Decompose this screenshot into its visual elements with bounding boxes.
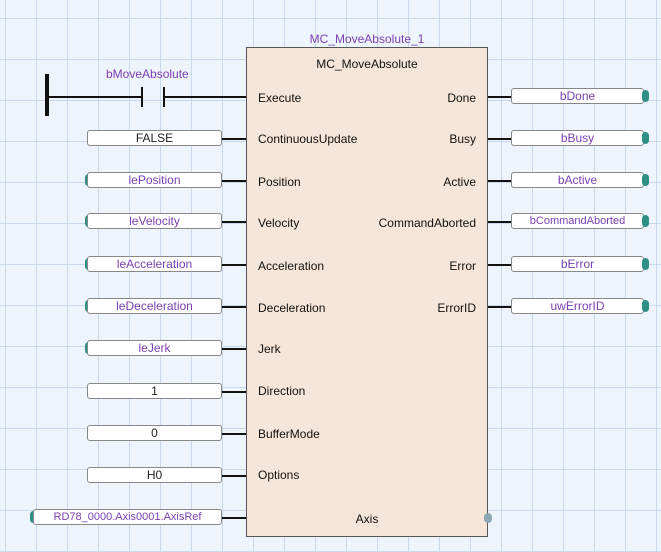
wire-out <box>488 138 511 140</box>
output-command-aborted[interactable]: bCommandAborted <box>511 213 644 229</box>
pin-deceleration: Deceleration <box>258 301 326 315</box>
label-connector <box>642 215 649 227</box>
wire-out <box>488 221 511 223</box>
label-connector <box>642 258 649 270</box>
contact-label[interactable]: bMoveAbsolute <box>106 67 189 81</box>
wire-in <box>222 221 246 223</box>
pin-busy: Busy <box>449 132 476 146</box>
output-error[interactable]: bError <box>511 256 644 272</box>
pin-done: Done <box>447 91 476 105</box>
wire-in <box>222 475 246 477</box>
axis-output-connector[interactable] <box>484 513 492 523</box>
output-error-id[interactable]: uwErrorID <box>511 298 644 314</box>
input-continuous-update[interactable]: FALSE <box>87 130 222 146</box>
function-block[interactable]: MC_MoveAbsolute Execute ContinuousUpdate… <box>246 47 488 537</box>
output-busy[interactable]: bBusy <box>511 130 644 146</box>
pin-position: Position <box>258 175 301 189</box>
pin-error-id: ErrorID <box>437 301 476 315</box>
input-direction[interactable]: 1 <box>87 383 222 399</box>
wire-in <box>222 348 246 350</box>
wire-in <box>222 264 246 266</box>
pin-active: Active <box>443 175 476 189</box>
label-connector <box>642 132 649 144</box>
input-axis[interactable]: RD78_0000.Axis0001.AxisRef <box>33 509 222 525</box>
wire-in <box>222 138 246 140</box>
pin-axis: Axis <box>355 512 379 526</box>
rung-wire-to-execute <box>165 96 246 98</box>
wire-in <box>222 180 246 182</box>
label-connector <box>642 174 649 186</box>
contact-right-bar[interactable] <box>163 87 165 107</box>
wire-in <box>222 306 246 308</box>
pin-direction: Direction <box>258 384 306 398</box>
left-power-rail <box>45 74 49 116</box>
output-done[interactable]: bDone <box>511 88 644 104</box>
input-jerk[interactable]: leJerk <box>87 340 222 356</box>
fb-type-name: MC_MoveAbsolute <box>316 57 418 71</box>
input-acceleration[interactable]: leAcceleration <box>87 256 222 272</box>
rung-wire <box>49 96 141 98</box>
contact-left-bar[interactable] <box>141 87 143 107</box>
pin-acceleration: Acceleration <box>258 259 325 273</box>
wire-out <box>488 306 511 308</box>
label-connector <box>642 300 649 312</box>
input-deceleration[interactable]: leDeceleration <box>87 298 222 314</box>
input-options[interactable]: H0 <box>87 467 222 483</box>
pin-continuous-update: ContinuousUpdate <box>258 132 358 146</box>
pin-buffer-mode: BufferMode <box>258 427 320 441</box>
wire-in <box>222 433 246 435</box>
pin-options: Options <box>258 468 300 482</box>
wire-out <box>488 264 511 266</box>
pin-execute: Execute <box>258 91 302 105</box>
input-position[interactable]: lePosition <box>87 172 222 188</box>
wire-in <box>222 391 246 393</box>
wire-out <box>488 180 511 182</box>
input-velocity[interactable]: leVelocity <box>87 213 222 229</box>
fb-instance-name[interactable]: MC_MoveAbsolute_1 <box>309 32 425 46</box>
wire-out <box>488 96 511 98</box>
pin-jerk: Jerk <box>258 342 281 356</box>
wire-in <box>222 517 246 519</box>
pin-error: Error <box>449 259 476 273</box>
pin-command-aborted: CommandAborted <box>378 216 476 230</box>
label-connector <box>642 90 649 102</box>
output-active[interactable]: bActive <box>511 172 644 188</box>
pin-velocity: Velocity <box>258 216 300 230</box>
input-buffer-mode[interactable]: 0 <box>87 425 222 441</box>
